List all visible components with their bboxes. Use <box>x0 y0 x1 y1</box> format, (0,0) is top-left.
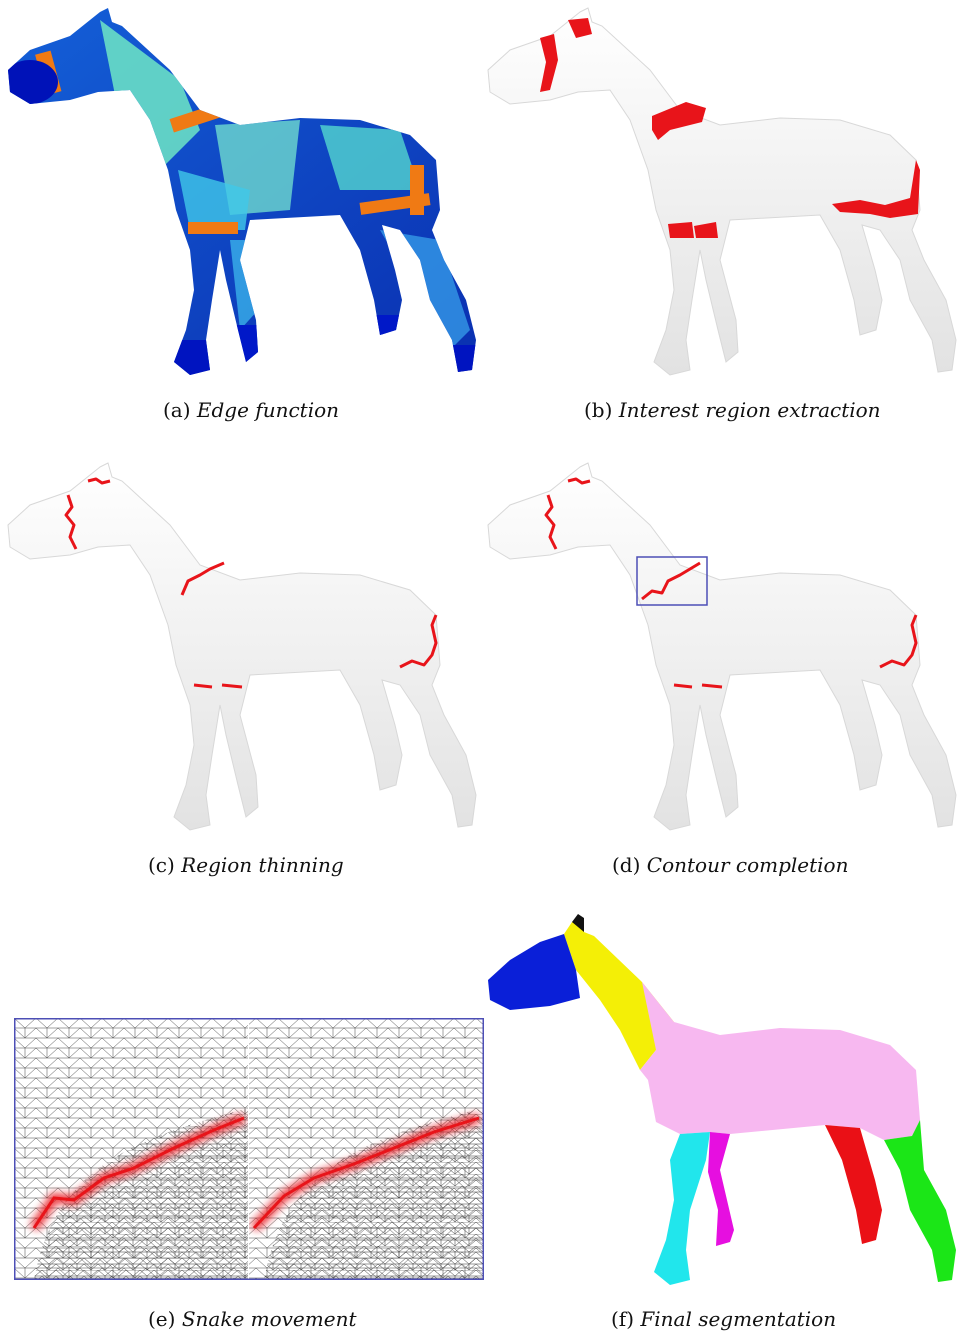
panel-e <box>14 1018 484 1280</box>
caption-text: Edge function <box>197 398 339 422</box>
caption-a: (a) Edge function <box>163 398 339 422</box>
horse-interest-region-image <box>480 0 958 390</box>
caption-label: (a) <box>163 398 191 422</box>
horse-final-segmentation-image <box>480 910 958 1295</box>
caption-label: (f) <box>611 1307 634 1331</box>
caption-text: Contour completion <box>647 853 849 877</box>
caption-e: (e) Snake movement <box>148 1307 357 1331</box>
segment-leg-back-right <box>884 1120 956 1282</box>
caption-text: Interest region extraction <box>619 398 881 422</box>
panel-b <box>480 0 958 390</box>
horse-edge-function-image <box>0 0 480 390</box>
caption-c: (c) Region thinning <box>148 853 344 877</box>
panel-c <box>0 455 480 845</box>
horse-contour-completion-image <box>480 455 958 845</box>
caption-f: (f) Final segmentation <box>611 1307 836 1331</box>
panel-a <box>0 0 480 390</box>
segment-leg-back-left <box>825 1125 882 1244</box>
caption-d: (d) Contour completion <box>612 853 848 877</box>
horse-region-thinning-image <box>0 455 480 845</box>
caption-label: (e) <box>148 1307 175 1331</box>
panel-f <box>480 910 958 1295</box>
snake-movement-mesh-image <box>14 1018 484 1280</box>
caption-label: (c) <box>148 853 175 877</box>
caption-label: (b) <box>584 398 612 422</box>
caption-text: Snake movement <box>182 1307 357 1331</box>
panel-d <box>480 455 958 845</box>
segment-leg-front-left <box>708 1132 734 1246</box>
segment-body <box>640 982 920 1140</box>
caption-text: Region thinning <box>181 853 344 877</box>
caption-label: (d) <box>612 853 640 877</box>
segment-leg-front-right <box>654 1132 710 1285</box>
segment-head <box>488 934 580 1010</box>
caption-b: (b) Interest region extraction <box>584 398 881 422</box>
caption-text: Final segmentation <box>640 1307 836 1331</box>
